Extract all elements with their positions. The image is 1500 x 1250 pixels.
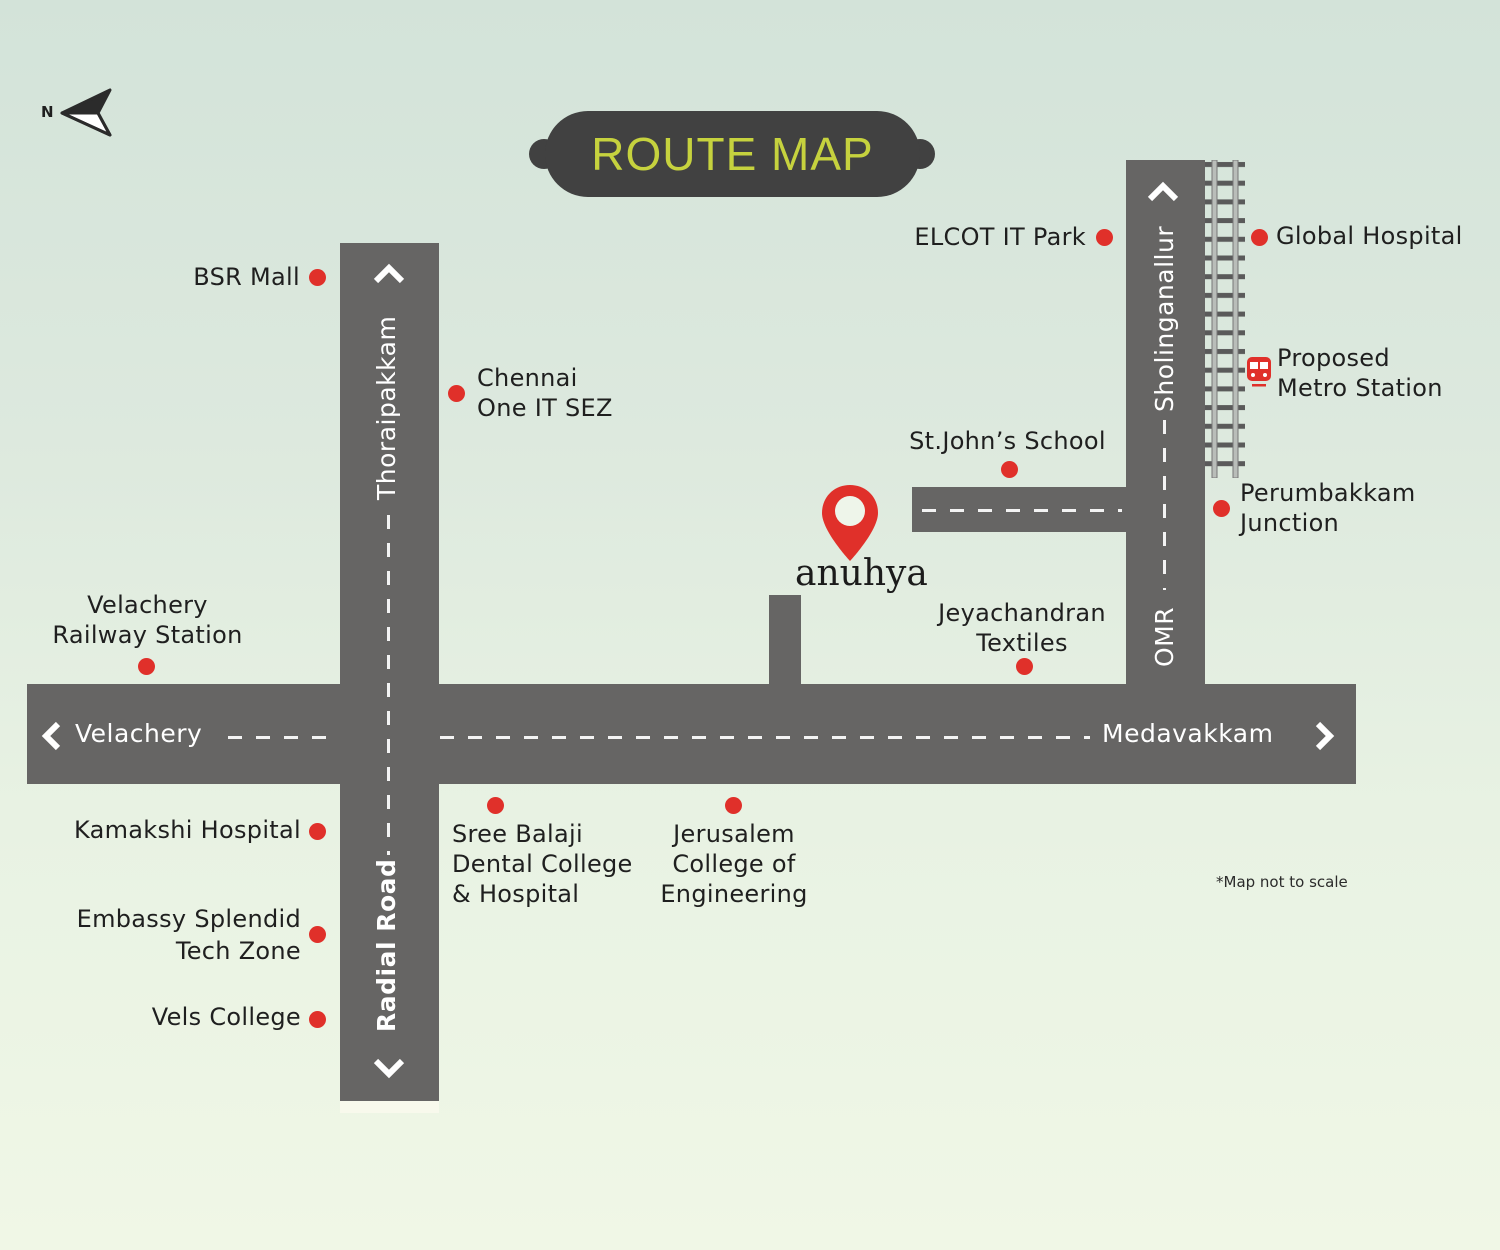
landmark-embassy-splendid: Embassy Splendid Tech Zone (76, 905, 301, 965)
landmark-vels-college: Vels College (151, 1003, 301, 1031)
landmark-st-johns: St.John’s School (909, 427, 1106, 455)
title-banner: ROUTE MAP (545, 111, 920, 197)
landmark-marker (1096, 229, 1113, 246)
lane-marking (387, 515, 390, 855)
railway-track-icon (1205, 160, 1245, 478)
chevron-up-icon (373, 263, 405, 284)
landmark-marker (309, 926, 326, 943)
project-brand-name: anuhya (795, 553, 928, 594)
chevron-left-icon (41, 721, 61, 751)
landmark-elcot: ELCOT IT Park (914, 223, 1086, 251)
lane-marking (922, 509, 1122, 512)
thoraipakkam-road-label: Thoraipakkam (372, 315, 401, 500)
location-pin-icon (822, 485, 878, 561)
landmark-marker (448, 385, 465, 402)
landmark-bsr-mall: BSR Mall (193, 263, 300, 291)
anuhya-access-road (769, 595, 801, 686)
proposed-metro-station-label: Proposed Metro Station (1277, 344, 1443, 402)
landmark-velachery-railway: Velachery Railway Station (52, 591, 243, 649)
landmark-marker (309, 1011, 326, 1028)
medavakkam-road-label: Medavakkam (1102, 719, 1274, 748)
lane-marking (228, 736, 338, 739)
landmark-marker (1001, 461, 1018, 478)
map-scale-note: *Map not to scale (1216, 873, 1348, 891)
landmark-jerusalem: Jerusalem College of Engineering (660, 820, 808, 908)
landmark-global-hospital: Global Hospital (1276, 222, 1463, 250)
omr-road-label: OMR (1150, 606, 1179, 667)
radial-road-label: Radial Road (372, 858, 401, 1032)
north-arrow-icon (60, 88, 112, 137)
landmark-marker (138, 658, 155, 675)
page-title: ROUTE MAP (591, 128, 874, 180)
chevron-down-icon (373, 1058, 405, 1079)
lane-marking (440, 736, 1090, 739)
metro-train-icon (1247, 357, 1271, 387)
landmark-marker (1213, 500, 1230, 517)
landmark-kamakshi-hospital: Kamakshi Hospital (73, 816, 301, 844)
landmark-sree-balaji: Sree Balaji Dental College & Hospital (452, 820, 633, 908)
lane-marking (1163, 420, 1166, 590)
main-road-velachery-medavakkam (27, 684, 1356, 784)
sholinganallur-road-label: Sholinganallur (1150, 225, 1179, 412)
landmark-marker (487, 797, 504, 814)
landmark-marker (309, 269, 326, 286)
landmark-chennai-one: Chennai One IT SEZ (477, 364, 613, 422)
landmark-perumbakkam: Perumbakkam Junction (1240, 479, 1416, 537)
chevron-right-icon (1315, 721, 1335, 751)
radial-road-edge (340, 1101, 439, 1113)
landmark-marker (1251, 229, 1268, 246)
landmark-marker (725, 797, 742, 814)
landmark-marker (309, 823, 326, 840)
landmark-jeyachandran: Jeyachandran Textiles (938, 599, 1106, 657)
landmark-marker (1016, 658, 1033, 675)
compass: N (40, 88, 115, 138)
velachery-road-label: Velachery (75, 719, 203, 748)
chevron-up-icon (1147, 181, 1179, 202)
compass-north-label: N (41, 103, 54, 121)
